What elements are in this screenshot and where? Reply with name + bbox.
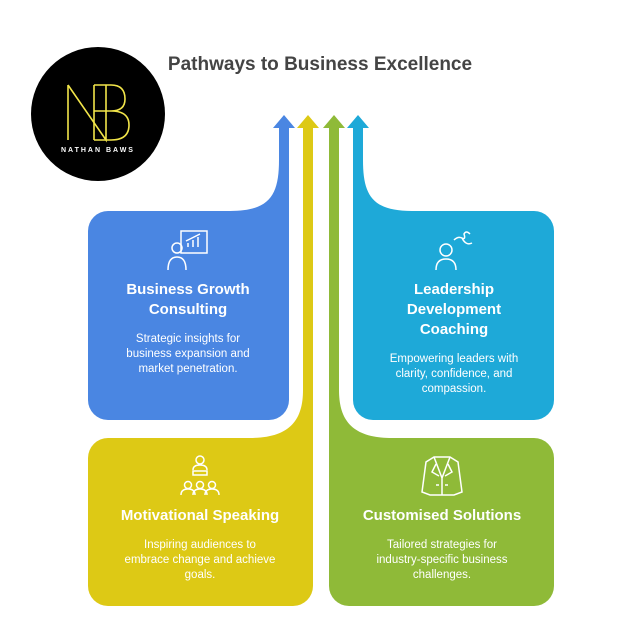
suit-jacket-icon (421, 456, 463, 496)
card-title-line: Development (406, 301, 502, 318)
person-path-icon (435, 231, 473, 271)
logo-name: NATHAN BAWS (61, 147, 135, 154)
card-title-line: Coaching (419, 321, 489, 338)
card-motivational-speaking: Motivational Speaking Inspiring audience… (100, 454, 300, 583)
card-title-line: Motivational Speaking (120, 507, 280, 524)
card-desc-line: Strategic insights for (135, 333, 241, 345)
nathan-baws-logo: NATHAN BAWS (31, 47, 165, 181)
blue-pathway (88, 115, 295, 420)
card-desc-line: clarity, confidence, and (395, 368, 513, 380)
card-desc-line: market penetration. (138, 363, 238, 375)
card-customised-solutions: Customised Solutions Tailored strategies… (342, 454, 542, 583)
presenter-chart-icon (167, 230, 208, 271)
nb-monogram-icon (67, 84, 130, 143)
card-desc-line: industry-specific business (376, 554, 508, 566)
card-title-line: Consulting (148, 301, 228, 318)
card-desc-line: challenges. (412, 569, 472, 581)
card-desc-line: goals. (184, 569, 216, 581)
speaker-audience-icon (180, 455, 220, 496)
card-desc-line: Empowering leaders with (389, 353, 519, 365)
card-desc-line: business expansion and (126, 348, 250, 360)
card-title-line: Business Growth (126, 281, 250, 298)
card-desc-line: embrace change and achieve (124, 554, 276, 566)
teal-pathway (347, 115, 554, 420)
card-title-line: Leadership (413, 281, 495, 298)
card-desc-line: Inspiring audiences to (144, 539, 256, 551)
card-desc-line: compassion. (421, 383, 487, 395)
card-desc-line: Tailored strategies for (387, 539, 497, 551)
page-title: Pathways to Business Excellence (167, 54, 473, 75)
green-pathway (323, 115, 554, 606)
card-title-line: Customised Solutions (362, 507, 522, 524)
yellow-pathway (88, 115, 319, 606)
